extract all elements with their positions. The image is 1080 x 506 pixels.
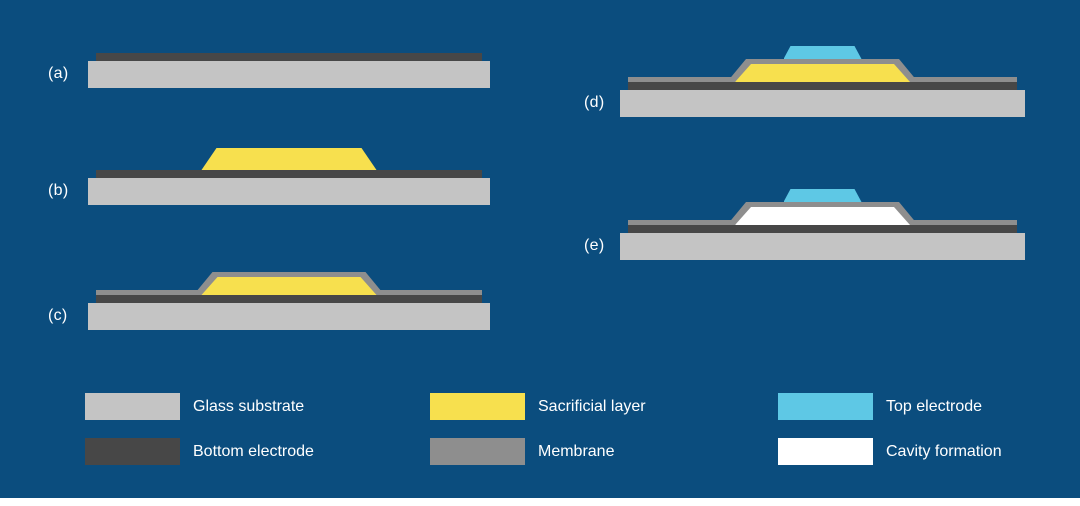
panel-b-label: (b) <box>48 182 69 199</box>
panel-d-label: (d) <box>584 94 605 111</box>
legend-item-top-electrode: Top electrode <box>778 393 982 420</box>
sacrificial-layer <box>735 64 910 82</box>
sacrificial-layer-swatch <box>430 393 525 420</box>
glass-substrate-layer <box>620 90 1025 117</box>
cavity-swatch <box>778 438 873 465</box>
bottom-electrode-layer <box>96 170 482 178</box>
bottom-electrode-layer <box>628 225 1017 233</box>
panel-a-label: (a) <box>48 65 69 82</box>
panel-a-diagram <box>88 53 490 88</box>
cavity-layer <box>735 207 910 225</box>
legend-label: Membrane <box>538 442 615 460</box>
legend-label: Top electrode <box>886 397 983 415</box>
top-electrode-swatch <box>778 393 873 420</box>
panel-b-diagram <box>88 148 490 205</box>
sacrificial-layer <box>202 277 377 295</box>
legend-label: Sacrificial layer <box>538 397 646 415</box>
bottom-strip <box>0 498 1080 506</box>
legend-item-glass-substrate: Glass substrate <box>85 393 304 420</box>
panel-d-diagram <box>620 46 1025 117</box>
top-electrode-layer <box>784 189 862 202</box>
glass-substrate-layer <box>88 178 490 205</box>
legend-label: Bottom electrode <box>193 442 314 460</box>
legend-item-sacrificial-layer: Sacrificial layer <box>430 393 646 420</box>
sacrificial-layer <box>202 148 377 170</box>
panel-e-diagram <box>620 189 1025 260</box>
glass-substrate-layer <box>88 303 490 330</box>
panel-e-label: (e) <box>584 237 605 254</box>
glass-substrate-layer <box>620 233 1025 260</box>
legend-item-membrane: Membrane <box>430 438 614 465</box>
glass-substrate-swatch <box>85 393 180 420</box>
legend-label: Cavity formation <box>886 442 1002 460</box>
membrane-swatch <box>430 438 525 465</box>
bottom-electrode-layer <box>96 53 482 61</box>
panel-c-diagram <box>88 272 490 330</box>
legend-label: Glass substrate <box>193 397 305 415</box>
bottom-electrode-swatch <box>85 438 180 465</box>
top-electrode-layer <box>784 46 862 59</box>
glass-substrate-layer <box>88 61 490 88</box>
panel-c-label: (c) <box>48 307 68 324</box>
legend-item-bottom-electrode: Bottom electrode <box>85 438 314 465</box>
bottom-electrode-layer <box>628 82 1017 90</box>
legend-item-cavity-formation: Cavity formation <box>778 438 1002 465</box>
bottom-electrode-layer <box>96 295 482 303</box>
